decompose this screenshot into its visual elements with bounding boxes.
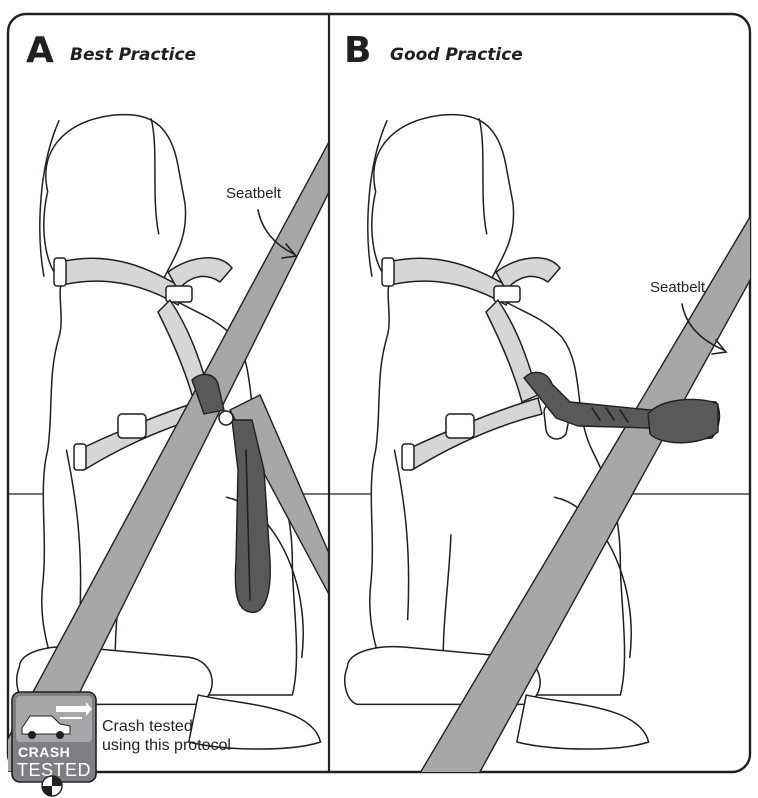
harness-side-clip-a (54, 258, 66, 286)
callout-label-b: Seatbelt (650, 279, 706, 296)
tether-anchor-b (648, 399, 718, 442)
panel-title-b: Good Practice (390, 45, 523, 65)
panel-letter-b: B (344, 30, 371, 71)
badge-caption-line2: using this protocol (102, 737, 231, 754)
panel-letter-a: A (26, 30, 54, 71)
badge-word-crash: CRASH (18, 744, 70, 760)
harness-belly-buckle-b (446, 414, 474, 438)
badge-caption-line1: Crash tested (102, 718, 193, 735)
callout-label-a: Seatbelt (226, 185, 282, 202)
harness-side-clip-b (382, 258, 394, 286)
tether-ring-a (219, 411, 233, 425)
harness-belly-clip-b (402, 444, 414, 470)
crash-test-target-icon (42, 776, 62, 796)
harness-belly-buckle-a (118, 414, 146, 438)
panel-title-a: Best Practice (70, 45, 196, 65)
harness-belly-clip-a (74, 444, 86, 470)
